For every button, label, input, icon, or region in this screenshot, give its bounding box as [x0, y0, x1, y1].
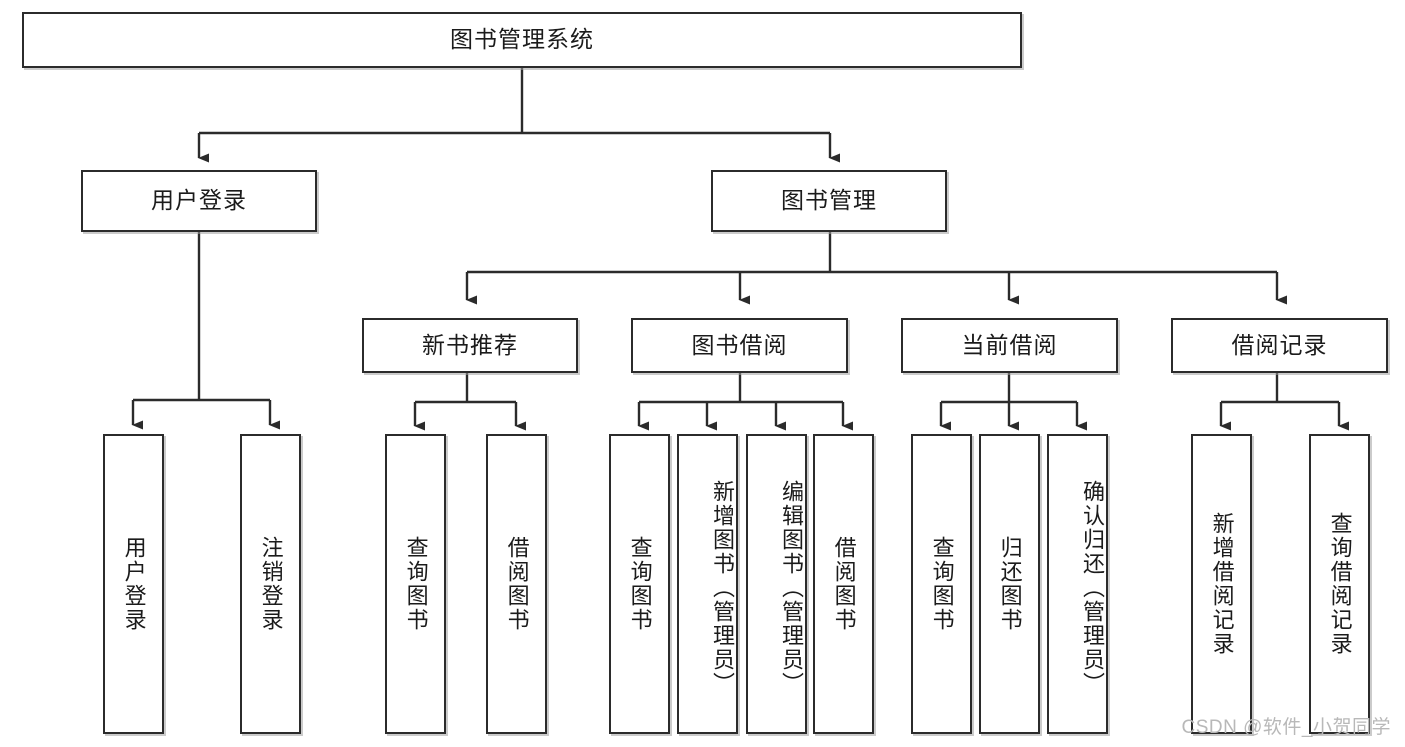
node-new-book-recommend-label: 新书推荐 — [422, 331, 518, 358]
node-leaf-bookborrow-borrow-book-label: 借阅图书 — [831, 536, 857, 632]
edges-bookmgmt-to-level3 — [465, 232, 1287, 305]
node-root-label: 图书管理系统 — [450, 26, 594, 53]
edges-newbook-to-leaves — [413, 373, 526, 431]
node-leaf-borrowrecord-add-record[interactable]: 新增借阅记录 — [1191, 434, 1252, 734]
node-borrow-record[interactable]: 借阅记录 — [1171, 318, 1388, 373]
node-leaf-newbook-query-book[interactable]: 查询图书 — [385, 434, 446, 734]
node-leaf-currentborrow-confirm-return-admin-label: 确认归还（管理员） — [1080, 480, 1105, 696]
node-current-borrow[interactable]: 当前借阅 — [901, 318, 1118, 373]
node-leaf-newbook-borrow-book-label: 借阅图书 — [504, 536, 530, 632]
node-leaf-bookborrow-add-book-admin[interactable]: 新增图书（管理员） — [677, 434, 738, 734]
node-leaf-borrowrecord-query-record[interactable]: 查询借阅记录 — [1309, 434, 1370, 734]
edges-currentborrow-to-leaves — [939, 373, 1087, 431]
node-new-book-recommend[interactable]: 新书推荐 — [362, 318, 578, 373]
node-leaf-bookborrow-edit-book-admin[interactable]: 编辑图书（管理员） — [746, 434, 807, 734]
node-leaf-currentborrow-query-book-label: 查询图书 — [929, 536, 955, 632]
node-leaf-currentborrow-query-book[interactable]: 查询图书 — [911, 434, 972, 734]
node-leaf-newbook-borrow-book[interactable]: 借阅图书 — [486, 434, 547, 734]
node-leaf-newbook-query-book-label: 查询图书 — [403, 536, 429, 632]
node-leaf-bookborrow-borrow-book[interactable]: 借阅图书 — [813, 434, 874, 734]
node-leaf-bookborrow-query-book-label: 查询图书 — [627, 536, 653, 632]
node-user-login[interactable]: 用户登录 — [81, 170, 317, 232]
edges-root-to-level2 — [197, 68, 840, 163]
node-book-management[interactable]: 图书管理 — [711, 170, 947, 232]
node-leaf-bookborrow-query-book[interactable]: 查询图书 — [609, 434, 670, 734]
node-leaf-currentborrow-confirm-return-admin[interactable]: 确认归还（管理员） — [1047, 434, 1108, 734]
node-user-login-label: 用户登录 — [151, 187, 247, 214]
node-book-borrow[interactable]: 图书借阅 — [631, 318, 848, 373]
node-leaf-bookborrow-add-book-admin-label: 新增图书（管理员） — [710, 480, 735, 696]
node-leaf-borrowrecord-query-record-label: 查询借阅记录 — [1327, 512, 1353, 656]
node-leaf-currentborrow-return-book-label: 归还图书 — [997, 536, 1023, 632]
node-leaf-bookborrow-edit-book-admin-label: 编辑图书（管理员） — [779, 480, 804, 696]
node-leaf-user-login-logout[interactable]: 注销登录 — [240, 434, 301, 734]
node-leaf-user-login-logout-label: 注销登录 — [258, 536, 284, 632]
node-current-borrow-label: 当前借阅 — [961, 331, 1058, 358]
node-leaf-user-login-login-label: 用户登录 — [121, 536, 147, 632]
node-book-management-label: 图书管理 — [781, 187, 877, 214]
edges-bookborrow-to-leaves — [637, 373, 853, 431]
node-book-borrow-label: 图书借阅 — [691, 331, 788, 358]
node-root-library-management-system[interactable]: 图书管理系统 — [22, 12, 1022, 68]
node-leaf-currentborrow-return-book[interactable]: 归还图书 — [979, 434, 1040, 734]
node-borrow-record-label: 借阅记录 — [1231, 331, 1328, 358]
edges-userlogin-to-leaves — [131, 232, 280, 430]
node-leaf-user-login-login[interactable]: 用户登录 — [103, 434, 164, 734]
node-leaf-borrowrecord-add-record-label: 新增借阅记录 — [1209, 512, 1235, 656]
edges-borrowrecord-to-leaves — [1219, 373, 1349, 431]
